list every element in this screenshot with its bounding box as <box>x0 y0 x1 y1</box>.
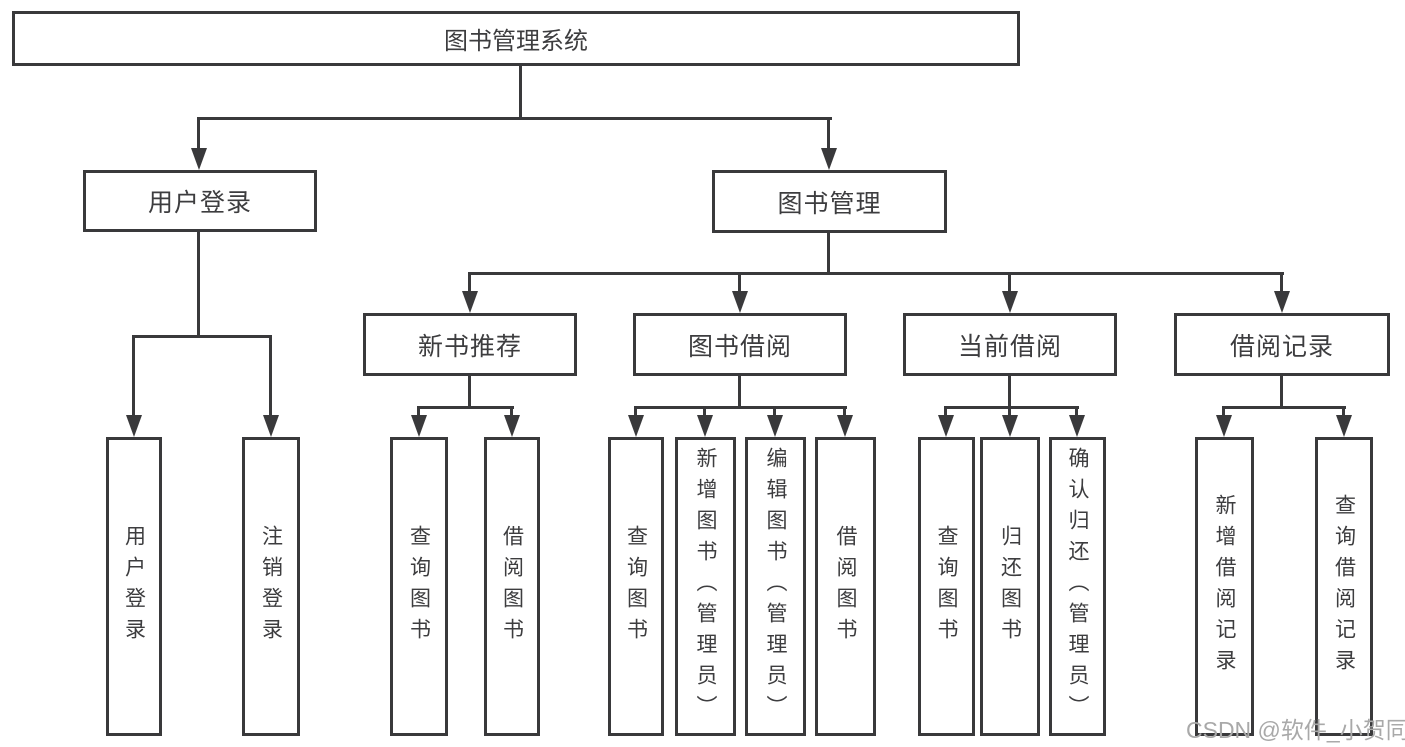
connector-recommend-stem <box>468 376 471 409</box>
arrow-down-icon <box>1335 409 1352 437</box>
leaf-add-book-admin: 新增图书（管理员） <box>675 437 736 736</box>
node-borrow-records: 借阅记录 <box>1174 313 1390 376</box>
arrow-down-icon <box>190 120 207 170</box>
node-new-book-recommend: 新书推荐 <box>363 313 577 376</box>
leaf-label: 查询图书 <box>407 524 431 649</box>
connector-records-split <box>1222 406 1346 409</box>
leaf-label: 归还图书 <box>998 524 1022 649</box>
arrow-down-icon <box>262 338 279 437</box>
node-book-borrow: 图书借阅 <box>633 313 847 376</box>
arrow-down-icon <box>937 409 954 437</box>
node-user-login: 用户登录 <box>83 170 317 232</box>
arrow-down-icon <box>627 409 644 437</box>
arrow-down-icon <box>410 409 427 437</box>
connector-current-stem <box>1008 376 1011 409</box>
leaf-edit-book-admin: 编辑图书（管理员） <box>745 437 806 736</box>
leaf-return-book: 归还图书 <box>980 437 1040 736</box>
leaf-label: 查询借阅记录 <box>1332 493 1356 680</box>
arrow-down-icon <box>125 338 142 437</box>
connector-user-login-split <box>132 335 272 338</box>
leaf-label: 借阅图书 <box>834 524 857 649</box>
leaf-logout: 注销登录 <box>242 437 300 736</box>
arrow-down-icon <box>461 275 478 313</box>
connector-borrow-split <box>634 406 847 409</box>
leaf-label: 确认归还（管理员） <box>1066 447 1089 726</box>
leaf-user-login: 用户登录 <box>106 437 162 736</box>
node-book-management: 图书管理 <box>712 170 947 233</box>
leaf-query-books-borrow: 查询图书 <box>608 437 664 736</box>
arrow-down-icon <box>766 409 783 437</box>
arrow-down-icon <box>696 409 713 437</box>
arrow-down-icon <box>1215 409 1232 437</box>
connector-root-stem <box>519 66 522 120</box>
arrow-down-icon <box>503 409 520 437</box>
leaf-label: 注销登录 <box>259 524 283 649</box>
leaf-confirm-return-admin: 确认归还（管理员） <box>1049 437 1106 736</box>
leaf-label: 新增图书（管理员） <box>694 447 717 726</box>
leaf-add-borrow-record: 新增借阅记录 <box>1195 437 1254 736</box>
node-root: 图书管理系统 <box>12 11 1020 66</box>
arrow-down-icon <box>1001 409 1018 437</box>
leaf-borrow-books-borrow: 借阅图书 <box>815 437 876 736</box>
connector-level2-split <box>468 272 1284 275</box>
leaf-label: 用户登录 <box>122 524 146 649</box>
connector-borrow-stem <box>738 376 741 409</box>
connector-recommend-split <box>417 406 514 409</box>
arrow-down-icon <box>1001 275 1018 313</box>
leaf-label: 借阅图书 <box>500 524 524 649</box>
leaf-query-borrow-record: 查询借阅记录 <box>1315 437 1373 736</box>
connector-records-stem <box>1280 376 1283 409</box>
arrow-down-icon <box>731 275 748 313</box>
leaf-borrow-books-recommend: 借阅图书 <box>484 437 540 736</box>
leaf-query-books-current: 查询图书 <box>918 437 975 736</box>
arrow-down-icon <box>820 120 837 170</box>
leaf-label: 新增借阅记录 <box>1213 493 1236 680</box>
arrow-down-icon <box>1273 275 1290 313</box>
connector-user-login-stem <box>197 232 200 338</box>
connector-current-split <box>944 406 1079 409</box>
leaf-query-books-recommend: 查询图书 <box>390 437 448 736</box>
arrow-down-icon <box>1068 409 1085 437</box>
node-current-borrow: 当前借阅 <box>903 313 1117 376</box>
leaf-label: 查询图书 <box>624 524 648 649</box>
watermark: CSDN @软件_小贺同学 <box>1186 717 1405 743</box>
connector-level1-split <box>197 117 832 120</box>
leaf-label: 编辑图书（管理员） <box>764 447 787 726</box>
connector-book-management-stem <box>827 233 830 275</box>
leaf-label: 查询图书 <box>935 524 958 649</box>
arrow-down-icon <box>836 409 853 437</box>
